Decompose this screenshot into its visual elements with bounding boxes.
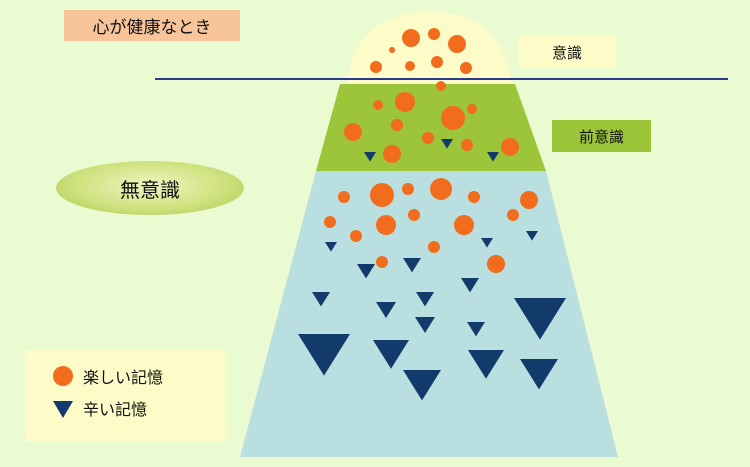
- joyful-memory-circle: [370, 61, 382, 73]
- joyful-memory-circle: [350, 230, 362, 242]
- painful-memory-triangle: [514, 298, 566, 340]
- navy-triangle-icon: [53, 400, 73, 418]
- preconscious-label: 前意識: [552, 120, 651, 152]
- joyful-memory-circle: [395, 92, 415, 112]
- joyful-memory-circle: [376, 215, 396, 235]
- joyful-memory-circle: [376, 256, 388, 268]
- painful-memory-triangle: [373, 340, 409, 369]
- painful-memory-triangle: [298, 334, 350, 376]
- joyful-memory-circle: [430, 178, 452, 200]
- joyful-memory-circle: [373, 100, 383, 110]
- legend: 楽しい記憶 辛い記憶: [25, 350, 225, 442]
- painful-memory-triangle: [416, 292, 434, 307]
- painful-memory-triangle: [364, 152, 376, 162]
- painful-memory-triangle: [526, 231, 538, 241]
- joyful-memory-circle: [402, 29, 420, 47]
- painful-memory-triangle: [441, 139, 453, 149]
- joyful-memory-circle: [370, 183, 394, 207]
- joyful-memory-circle: [454, 215, 474, 235]
- painful-memory-triangle: [403, 370, 441, 401]
- orange-circle-icon: [53, 366, 73, 386]
- painful-memory-triangle: [403, 258, 421, 273]
- joyful-memory-circle: [468, 191, 480, 203]
- painful-memory-triangle: [357, 264, 375, 279]
- joyful-memory-circle: [338, 191, 350, 203]
- painful-memory-triangle: [468, 350, 504, 379]
- joyful-memory-circle: [520, 191, 538, 209]
- joyful-memory-circle: [405, 61, 415, 71]
- joyful-memory-circle: [391, 119, 403, 131]
- joyful-memory-circle: [448, 35, 466, 53]
- joyful-memory-circle: [441, 106, 465, 130]
- joyful-memory-circle: [501, 138, 519, 156]
- joyful-memory-circle: [422, 132, 434, 144]
- joyful-memory-circle: [507, 209, 519, 221]
- conscious-layer: [348, 12, 512, 84]
- joyful-memory-circle: [461, 139, 473, 151]
- painful-memory-triangle: [520, 359, 558, 390]
- painful-memory-triangle: [415, 317, 435, 333]
- legend-joyful-label: 楽しい記憶: [83, 368, 164, 387]
- painful-memory-triangle: [481, 238, 493, 248]
- page-title: 心が健康なとき: [64, 10, 240, 41]
- joyful-memory-circle: [467, 104, 477, 114]
- unconscious-label: 無意識: [56, 161, 244, 215]
- joyful-memory-circle: [389, 47, 395, 53]
- unconscious-layer: [240, 171, 618, 457]
- joyful-memory-circle: [402, 183, 414, 195]
- joyful-memory-circle: [428, 28, 440, 40]
- joyful-memory-circle: [460, 62, 472, 74]
- joyful-memory-circle: [324, 216, 336, 228]
- painful-memory-triangle: [376, 302, 396, 318]
- joyful-memory-circle: [383, 145, 401, 163]
- joyful-memory-circle: [436, 81, 446, 91]
- legend-joyful: 楽しい記憶: [53, 364, 163, 388]
- joyful-memory-circle: [344, 123, 362, 141]
- legend-painful: 辛い記憶: [53, 396, 147, 420]
- conscious-label: 意識: [518, 36, 616, 68]
- painful-memory-triangle: [461, 278, 479, 293]
- painful-memory-triangle: [312, 292, 330, 307]
- painful-memory-triangle: [487, 152, 499, 162]
- joyful-memory-circle: [431, 56, 443, 68]
- painful-memory-triangle: [325, 242, 337, 252]
- legend-painful-label: 辛い記憶: [83, 400, 148, 419]
- joyful-memory-circle: [487, 255, 505, 273]
- painful-memory-triangle: [467, 322, 485, 337]
- joyful-memory-circle: [408, 209, 420, 221]
- memory-markers: [298, 28, 566, 401]
- joyful-memory-circle: [428, 241, 440, 253]
